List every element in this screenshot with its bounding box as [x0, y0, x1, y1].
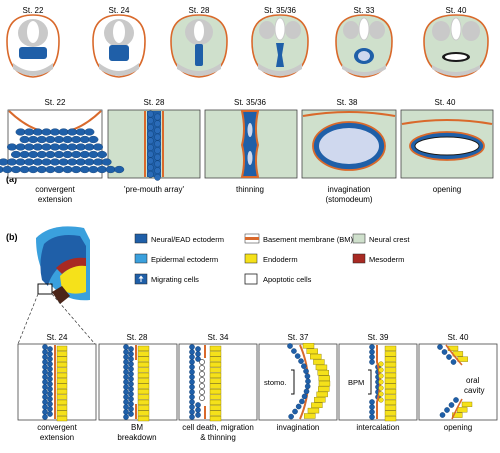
a-caption-3: thinning [236, 185, 264, 194]
endoderm-swatch [244, 253, 258, 264]
b-caption-1-line1: convergent [37, 423, 77, 432]
legend-mesoderm-label: Mesoderm [369, 255, 404, 264]
a-caption-2: 'pre-mouth array' [124, 185, 184, 194]
b-stage-2: St. 28 [127, 333, 148, 342]
legend-neural-label: Neural/EAD ectoderm [151, 235, 224, 244]
bpm-label: BPM [348, 378, 364, 387]
arrow-up-icon [134, 273, 148, 285]
a-box2-tissue [144, 110, 164, 181]
embryo-head-st22 [6, 14, 60, 78]
a-top-stage-2: St. 24 [109, 6, 130, 15]
b-caption-2-line2: breakdown [117, 433, 156, 442]
b-caption-1-line2: extension [40, 433, 74, 442]
embryo-head-st40 [423, 14, 489, 78]
b-caption-2-line1: BM [131, 423, 143, 432]
stomo-label: stomo. [264, 378, 287, 387]
legend-epidermal-label: Epidermal ectoderm [151, 255, 218, 264]
legend-migrating-label: Migrating cells [151, 275, 199, 284]
embryo-head-st35 [251, 14, 309, 78]
a-caption-1-line2: extension [38, 195, 72, 204]
a-top-stage-5: St. 33 [354, 6, 375, 15]
a-box4-tissue [302, 111, 396, 171]
embryo-head-st24 [92, 14, 146, 78]
panel-b-label: (b) [6, 232, 18, 242]
b-caption-4: invagination [277, 423, 320, 432]
b-section-tissues [42, 343, 473, 422]
crest-swatch [352, 233, 366, 244]
b-stage-1: St. 24 [47, 333, 68, 342]
apoptotic-swatch [244, 273, 258, 285]
a-detail-stage-3: St. 35/36 [234, 98, 267, 107]
legend-bm-label: Basement membrane (BM) [263, 235, 354, 244]
neural-swatch [134, 233, 148, 244]
bm-swatch-stripe [245, 237, 259, 240]
a-box5-tissue [401, 119, 493, 161]
a-box3-tissue [240, 110, 260, 178]
b-stage-5: St. 39 [368, 333, 389, 342]
a-box1-tissue [0, 110, 125, 174]
embryo-head-st33 [335, 14, 393, 78]
a-caption-4-line2: (stomodeum) [325, 195, 372, 204]
bpm-bracket [368, 369, 372, 395]
a-top-stage-1: St. 22 [23, 6, 44, 15]
a-detail-stage-2: St. 28 [144, 98, 165, 107]
a-top-stage-4: St. 35/36 [264, 6, 297, 15]
b-caption-3-line1: cell death, migration [182, 423, 254, 432]
oral-label: oral [466, 376, 480, 385]
legend-crest-label: Neural crest [369, 235, 410, 244]
a-detail-stage-4: St. 38 [337, 98, 358, 107]
a-detail-stage-1: St. 22 [45, 98, 66, 107]
a-caption-5: opening [433, 185, 461, 194]
b-caption-3-line2: & thinning [200, 433, 236, 442]
b-caption-5: intercalation [356, 423, 399, 432]
b-stage-4: St. 37 [288, 333, 309, 342]
embryo-head-st28 [170, 14, 228, 78]
legend: Neural/EAD ectoderm Basement membrane (B… [134, 233, 410, 285]
a-top-stage-6: St. 40 [446, 6, 467, 15]
b-caption-6: opening [444, 423, 472, 432]
a-detail-stage-5: St. 40 [435, 98, 456, 107]
a-caption-4-line1: invagination [328, 185, 371, 194]
b-stage-6: St. 40 [448, 333, 469, 342]
mesoderm-swatch [352, 253, 366, 264]
a-top-stage-3: St. 28 [189, 6, 210, 15]
a-caption-1-line1: convergent [35, 185, 75, 194]
embryo-side-view [17, 226, 96, 345]
legend-endoderm-label: Endoderm [263, 255, 298, 264]
legend-apoptotic-label: Apoptotic cells [263, 275, 312, 284]
epidermal-swatch [134, 253, 148, 264]
stomo-bracket [291, 369, 295, 395]
cavity-label: cavity [464, 386, 484, 395]
panel-a-label: (a) [6, 174, 17, 184]
b-stage-3: St. 34 [208, 333, 229, 342]
